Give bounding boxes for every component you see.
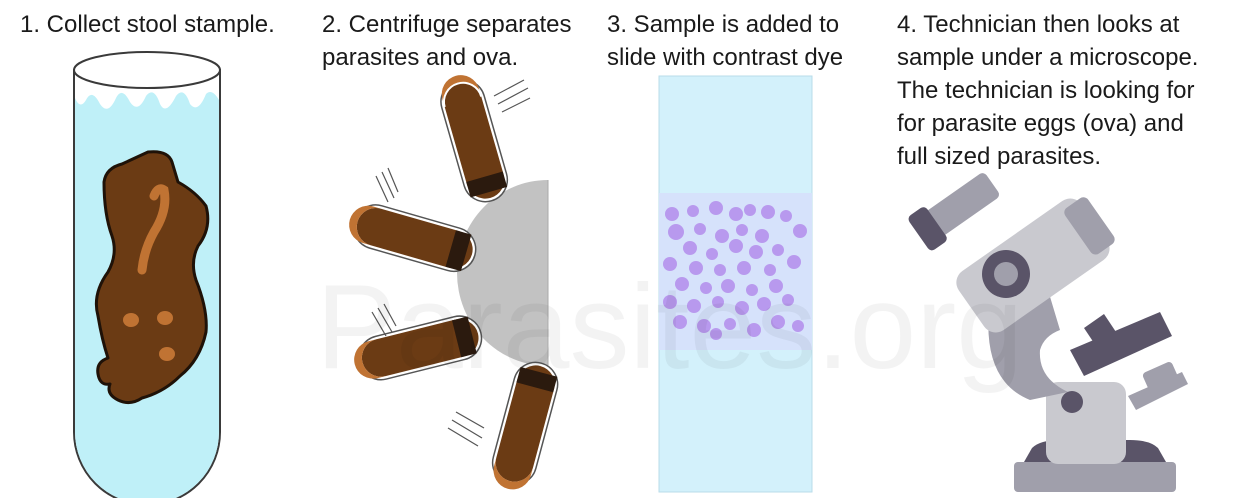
microscope-icon [908, 173, 1188, 492]
centrifuge-tube [349, 204, 477, 273]
stool-sample [94, 150, 210, 405]
motion-lines [371, 79, 531, 447]
test-tube-icon [73, 51, 221, 498]
centrifuge-tube [440, 75, 509, 203]
caption-line: 3. Sample is added to [607, 11, 840, 38]
caption-line: slide with contrast dye [607, 44, 844, 71]
caption-line: 4. Technician then looks at [897, 11, 1180, 38]
dye-dots [663, 201, 807, 340]
caption-line: for parasite eggs (ova) and [897, 110, 1184, 137]
centrifuge-tube [354, 315, 483, 381]
step-4-caption: 4. Technician then looks at sample under… [897, 8, 1198, 173]
step-2-caption: 2. Centrifuge separates parasites and ov… [322, 8, 571, 74]
caption-line: full sized parasites. [897, 143, 1102, 170]
step-3-caption: 3. Sample is added to slide with contras… [607, 8, 843, 74]
caption-line: 2. Centrifuge separates [322, 11, 572, 38]
step-1-caption: 1. Collect stool stample. [20, 8, 275, 41]
caption-line: sample under a microscope. [897, 44, 1199, 71]
microscope-slide-icon [658, 75, 813, 493]
centrifuge-tube [491, 361, 559, 490]
caption-line: The technician is looking for [897, 77, 1195, 104]
watermark: Parasites.org [316, 262, 1023, 392]
caption-line: parasites and ova. [322, 44, 519, 71]
centrifuge-icon [349, 75, 559, 490]
caption-line: 1. Collect stool stample. [20, 11, 275, 38]
